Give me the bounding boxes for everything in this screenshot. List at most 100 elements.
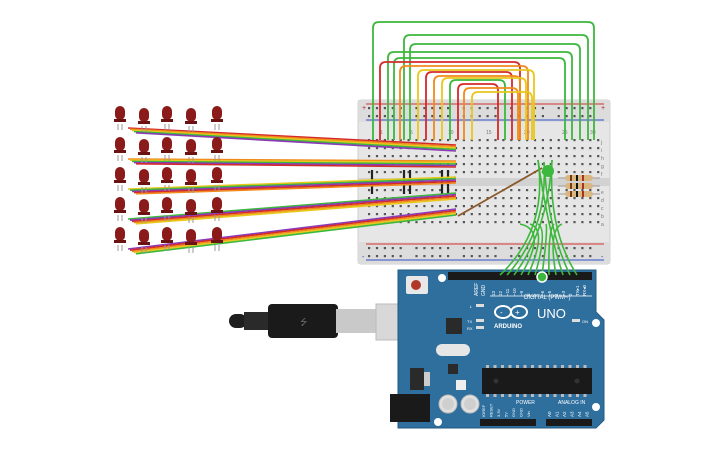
breadboard-hole[interactable] <box>375 189 379 192</box>
led-wire[interactable] <box>129 209 457 251</box>
breadboard-hole[interactable] <box>486 171 489 174</box>
rail-hole[interactable] <box>431 255 434 258</box>
breadboard-hole[interactable] <box>368 147 371 150</box>
led-wire[interactable] <box>129 159 457 164</box>
breadboard-hole[interactable] <box>526 213 529 216</box>
breadboard-hole[interactable] <box>581 213 584 216</box>
rail-hole[interactable] <box>391 115 394 118</box>
breadboard-hole[interactable] <box>502 221 505 224</box>
rail-hole[interactable] <box>415 107 418 110</box>
breadboard-hole[interactable] <box>470 139 473 142</box>
usb-plug[interactable] <box>268 304 338 338</box>
rail-hole[interactable] <box>565 247 568 250</box>
breadboard-hole[interactable] <box>581 189 584 192</box>
breadboard-hole[interactable] <box>526 221 529 224</box>
led[interactable] <box>114 137 126 161</box>
breadboard-hole[interactable] <box>391 205 394 208</box>
rail-hole[interactable] <box>470 247 473 250</box>
breadboard-hole[interactable] <box>447 221 450 224</box>
breadboard-hole[interactable] <box>462 197 465 200</box>
rail-hole[interactable] <box>589 247 592 250</box>
rail-hole[interactable] <box>565 107 568 110</box>
rail-hole[interactable] <box>518 255 521 258</box>
breadboard-hole[interactable] <box>502 197 505 200</box>
breadboard-hole[interactable] <box>557 155 560 158</box>
breadboard-hole[interactable] <box>470 171 473 174</box>
breadboard-hole[interactable] <box>462 205 465 208</box>
breadboard-hole[interactable] <box>439 189 442 192</box>
breadboard-hole[interactable] <box>383 213 386 216</box>
breadboard-hole[interactable] <box>518 221 521 224</box>
led[interactable] <box>114 106 126 130</box>
breadboard-hole[interactable] <box>423 189 426 192</box>
breadboard-hole[interactable] <box>565 205 568 208</box>
breadboard-hole[interactable] <box>439 221 442 224</box>
breadboard-hole[interactable] <box>502 205 505 208</box>
breadboard-hole[interactable] <box>415 171 418 174</box>
breadboard-hole[interactable] <box>375 213 379 216</box>
breadboard-hole[interactable] <box>494 189 497 192</box>
rail-hole[interactable] <box>431 247 434 250</box>
green-wire[interactable] <box>499 159 541 276</box>
breadboard-hole[interactable] <box>510 155 513 158</box>
breadboard-hole[interactable] <box>541 147 544 150</box>
rail-hole[interactable] <box>494 107 497 110</box>
breadboard-hole[interactable] <box>502 171 505 174</box>
breadboard-hole[interactable] <box>597 171 600 174</box>
led-wire[interactable] <box>131 160 457 165</box>
breadboard-hole[interactable] <box>470 147 473 150</box>
breadboard-hole[interactable] <box>431 189 434 192</box>
rail-hole[interactable] <box>494 115 497 118</box>
breadboard-hole[interactable] <box>557 205 560 208</box>
breadboard-hole[interactable] <box>399 171 402 174</box>
breadboard-hole[interactable] <box>581 171 584 174</box>
wire-junction[interactable] <box>542 165 554 177</box>
rail-hole[interactable] <box>533 115 537 118</box>
breadboard-hole[interactable] <box>486 147 489 150</box>
rail-hole[interactable] <box>494 247 497 250</box>
breadboard-hole[interactable] <box>518 213 521 216</box>
breadboard-hole[interactable] <box>478 221 481 224</box>
breadboard-hole[interactable] <box>470 205 473 208</box>
breadboard-hole[interactable] <box>589 155 592 158</box>
breadboard-hole[interactable] <box>462 147 465 150</box>
breadboard-hole[interactable] <box>423 221 426 224</box>
rail-hole[interactable] <box>415 255 418 258</box>
breadboard-hole[interactable] <box>415 139 418 142</box>
breadboard-hole[interactable] <box>510 147 513 150</box>
breadboard-hole[interactable] <box>565 147 568 150</box>
breadboard-hole[interactable] <box>462 139 465 142</box>
breadboard-hole[interactable] <box>518 189 521 192</box>
rail-hole[interactable] <box>368 255 371 258</box>
rail-hole[interactable] <box>431 115 434 118</box>
breadboard-hole[interactable] <box>368 213 371 216</box>
rail-hole[interactable] <box>589 115 592 118</box>
rail-hole[interactable] <box>589 107 592 110</box>
rail-hole[interactable] <box>581 107 584 110</box>
rail-hole[interactable] <box>423 255 426 258</box>
breadboard-hole[interactable] <box>486 205 489 208</box>
led-wire[interactable] <box>133 180 457 194</box>
rail-hole[interactable] <box>439 107 442 110</box>
breadboard-hole[interactable] <box>502 155 505 158</box>
breadboard-hole[interactable] <box>431 171 434 174</box>
breadboard-hole[interactable] <box>502 213 505 216</box>
breadboard-hole[interactable] <box>462 155 465 158</box>
rail-hole[interactable] <box>573 255 576 258</box>
breadboard-hole[interactable] <box>510 221 513 224</box>
breadboard-hole[interactable] <box>415 155 418 158</box>
breadboard-hole[interactable] <box>391 139 394 142</box>
breadboard-hole[interactable] <box>526 205 529 208</box>
led-wire[interactable] <box>129 193 457 221</box>
rail-hole[interactable] <box>383 247 386 250</box>
rail-hole[interactable] <box>431 107 434 110</box>
led[interactable] <box>114 227 126 251</box>
breadboard-hole[interactable] <box>526 163 529 166</box>
rail-hole[interactable] <box>439 247 442 250</box>
breadboard-hole[interactable] <box>486 221 489 224</box>
breadboard-hole[interactable] <box>589 213 592 216</box>
breadboard-hole[interactable] <box>454 171 458 174</box>
breadboard-hole[interactable] <box>454 147 458 150</box>
breadboard-hole[interactable] <box>565 197 568 200</box>
breadboard-hole[interactable] <box>454 205 458 208</box>
